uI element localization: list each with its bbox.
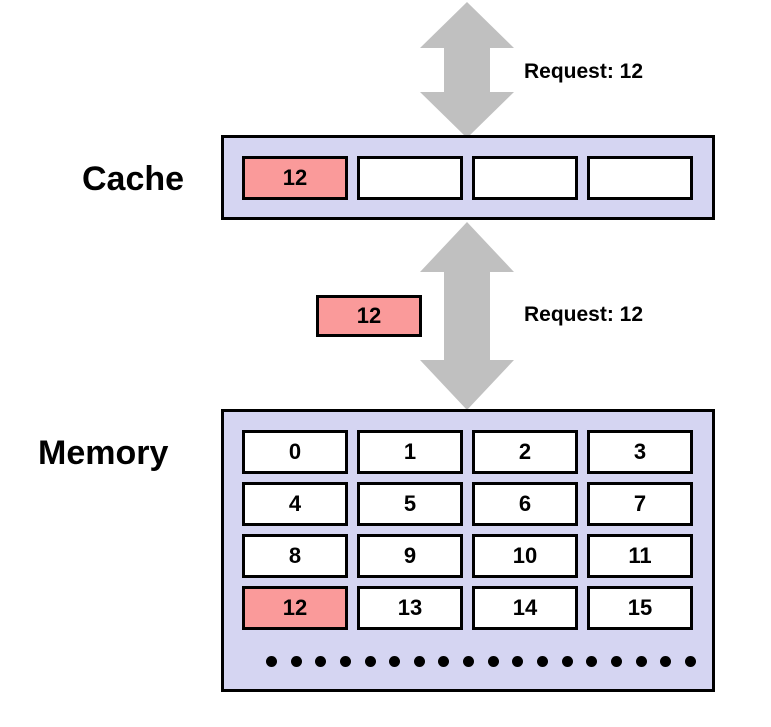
- memory-cell-6: 6: [472, 482, 578, 526]
- cache-cell-2: [472, 156, 578, 200]
- dot: [537, 655, 549, 667]
- memory-cell-14: 14: [472, 586, 578, 630]
- memory-cell-7: 7: [587, 482, 693, 526]
- memory-continuation-dots: [266, 654, 696, 668]
- top-double-arrow: [420, 2, 514, 138]
- memory-cell-12: 12: [242, 586, 348, 630]
- request-label-bottom: Request: 12: [524, 303, 644, 326]
- memory-cell-10: 10: [472, 534, 578, 578]
- cache-cell-3: [587, 156, 693, 200]
- memory-cell-4: 4: [242, 482, 348, 526]
- memory-label: Memory: [38, 434, 169, 472]
- memory-cell-1: 1: [357, 430, 463, 474]
- memory-cell-0: 0: [242, 430, 348, 474]
- dot: [266, 655, 277, 667]
- dot: [487, 655, 499, 667]
- memory-cell-5: 5: [357, 482, 463, 526]
- dot: [684, 655, 696, 667]
- dot: [586, 655, 598, 667]
- cache-label: Cache: [82, 160, 185, 198]
- dot: [315, 655, 327, 667]
- dot: [463, 655, 475, 667]
- dot: [389, 655, 401, 667]
- dot: [610, 655, 622, 667]
- dot: [512, 655, 524, 667]
- dot: [339, 655, 351, 667]
- dot: [635, 655, 647, 667]
- dot: [413, 655, 425, 667]
- memory-cell-9: 9: [357, 534, 463, 578]
- bottom-double-arrow: [420, 222, 514, 410]
- memory-cell-8: 8: [242, 534, 348, 578]
- cache-cell-0: 12: [242, 156, 348, 200]
- dot: [290, 655, 302, 667]
- transfer-block: 12: [316, 295, 422, 337]
- cache-cell-1: [357, 156, 463, 200]
- dot: [561, 655, 573, 667]
- memory-cell-11: 11: [587, 534, 693, 578]
- dot: [660, 655, 672, 667]
- memory-cell-3: 3: [587, 430, 693, 474]
- dot: [438, 655, 450, 667]
- request-label-top: Request: 12: [524, 60, 644, 83]
- memory-cell-15: 15: [587, 586, 693, 630]
- dot: [364, 655, 376, 667]
- memory-cell-13: 13: [357, 586, 463, 630]
- memory-cell-2: 2: [472, 430, 578, 474]
